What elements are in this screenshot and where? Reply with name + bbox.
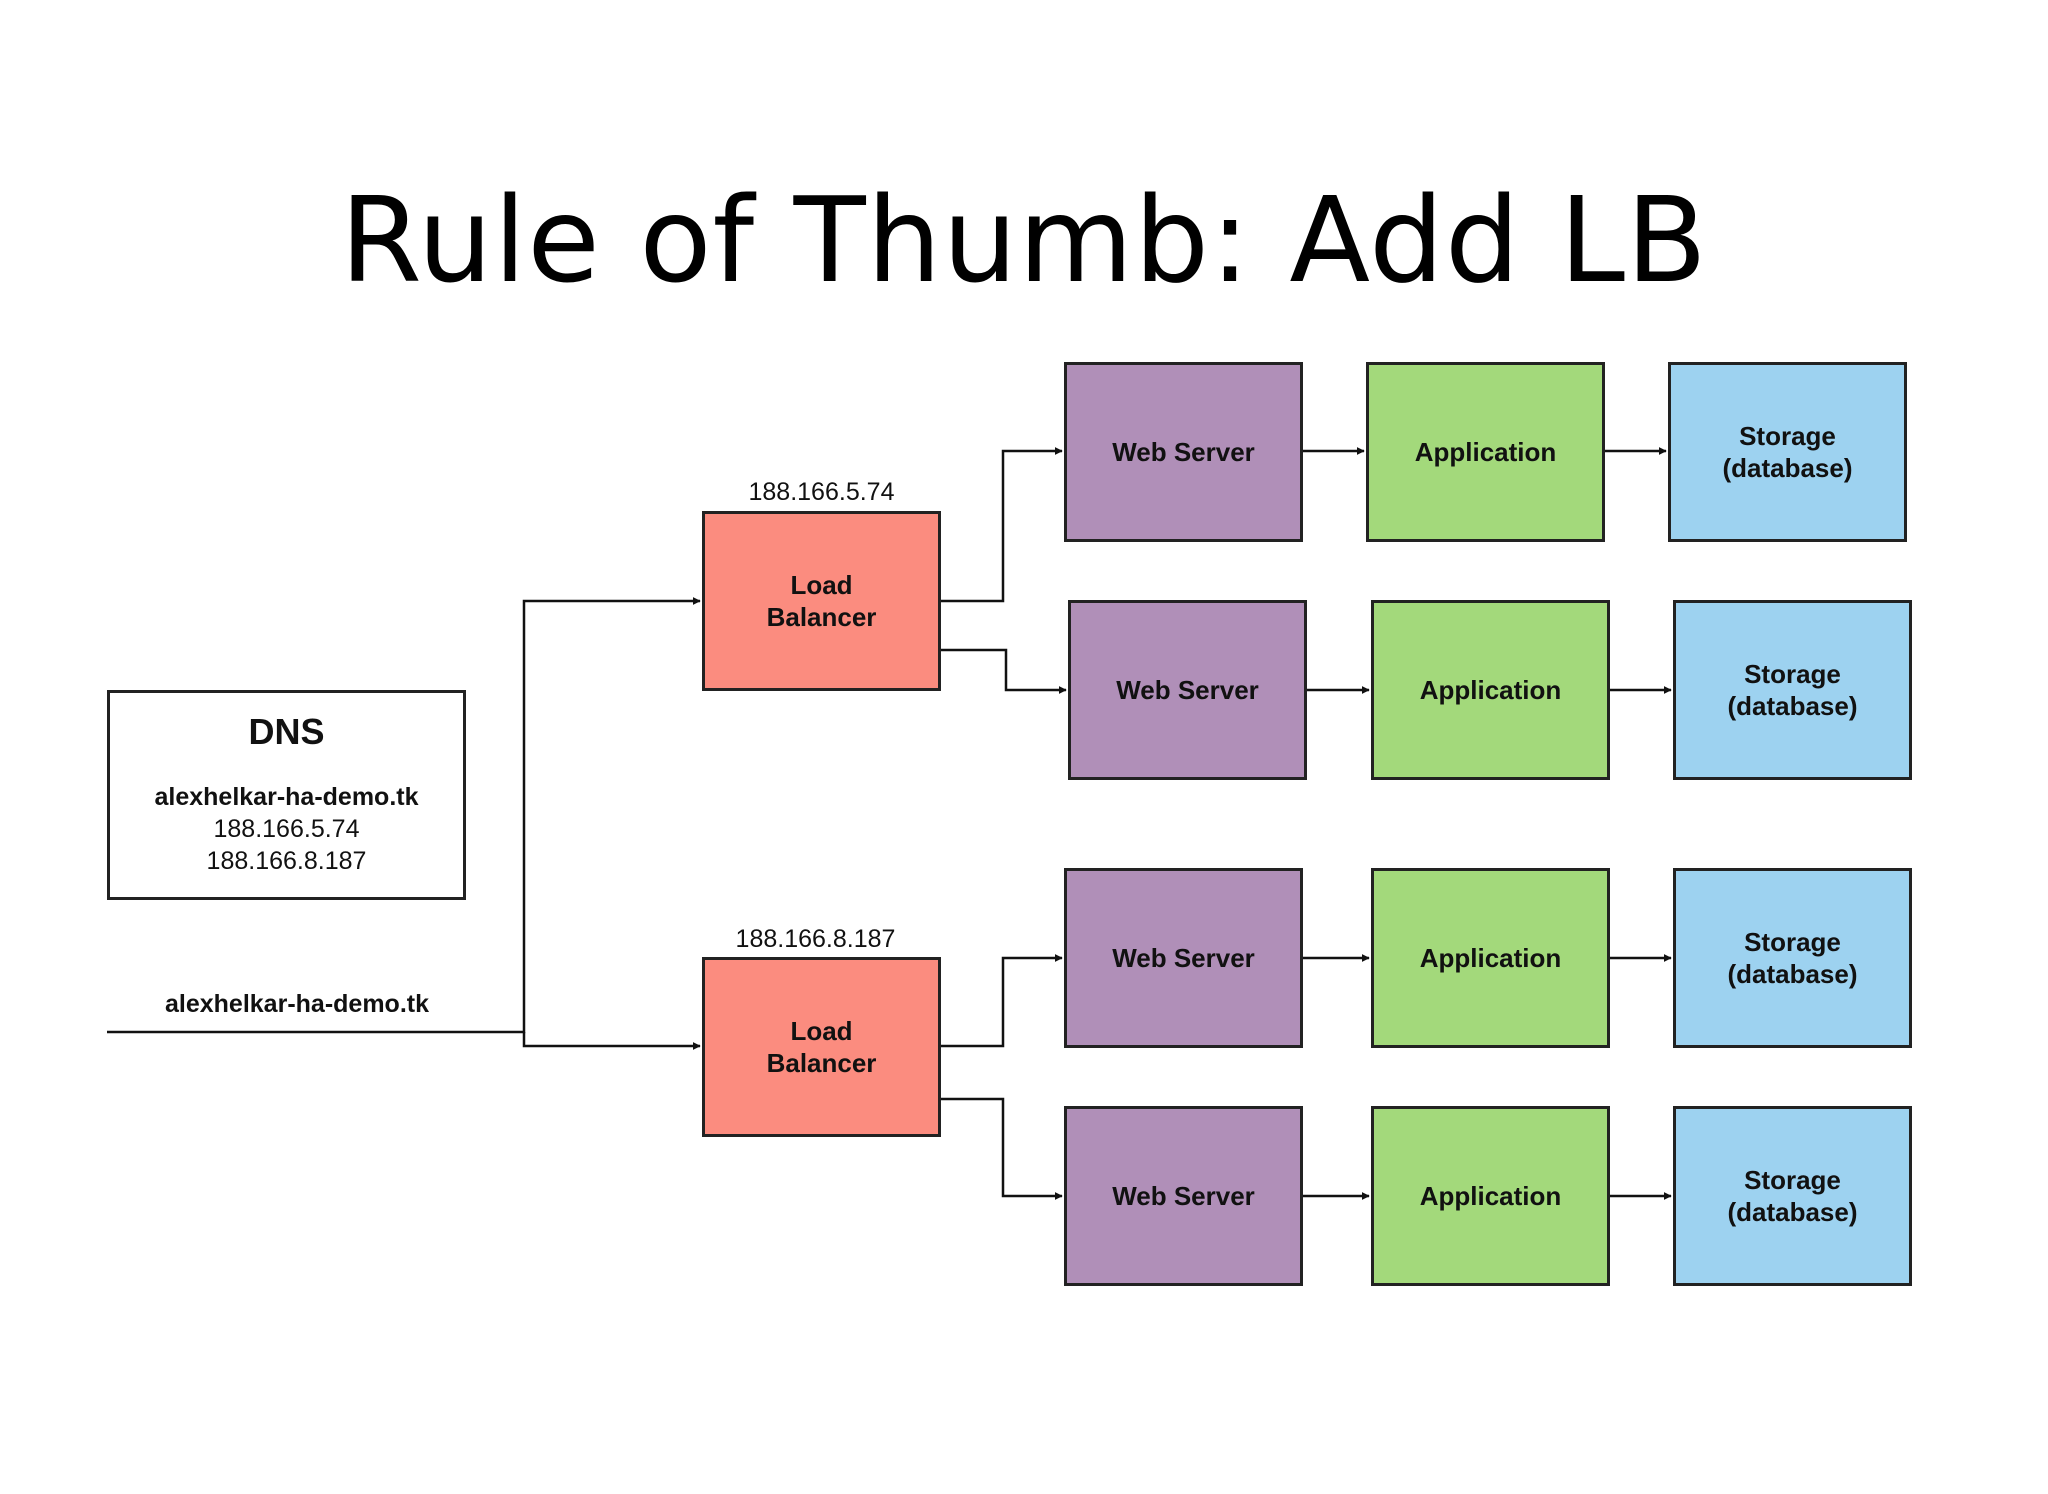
web-server-label: Web Server (1112, 943, 1255, 973)
application-label: Application (1419, 943, 1562, 973)
web-server-label: Web Server (1112, 437, 1255, 467)
load-balancer-2: Load Balancer (702, 957, 941, 1137)
web-server-label: Web Server (1116, 675, 1259, 705)
storage-3: Storage (database) (1673, 868, 1912, 1048)
lb-label-line2: Balancer (766, 602, 877, 632)
page-title: Rule of Thumb: Add LB (339, 171, 1709, 309)
storage-label-line2: (database) (1727, 959, 1858, 989)
dns-ip-1: 188.166.5.74 (213, 815, 360, 843)
web-server-1: Web Server (1064, 362, 1303, 542)
storage-2: Storage (database) (1673, 600, 1912, 780)
storage-label-line2: (database) (1722, 453, 1853, 483)
storage-1: Storage (database) (1668, 362, 1907, 542)
web-server-2: Web Server (1068, 600, 1307, 780)
lb2-to-ws4 (941, 1097, 1063, 1200)
web-server-4: Web Server (1064, 1106, 1303, 1286)
lb2-ip-label: 188.166.8.187 (735, 925, 896, 953)
lb1-to-ws1 (941, 447, 1063, 603)
application-2: Application (1371, 600, 1610, 780)
load-balancer-1: Load Balancer (702, 511, 941, 691)
web-server-3: Web Server (1064, 868, 1303, 1048)
storage-label-line1: Storage (1744, 1165, 1841, 1195)
storage-label-line1: Storage (1744, 927, 1841, 957)
application-1: Application (1366, 362, 1605, 542)
dns-ip-2: 188.166.8.187 (206, 847, 367, 875)
storage-label-line1: Storage (1739, 421, 1836, 451)
storage-label-line1: Storage (1744, 659, 1841, 689)
lb-label-line1: Load (790, 1016, 853, 1046)
application-label: Application (1414, 437, 1557, 467)
storage-label-line2: (database) (1727, 1197, 1858, 1227)
application-label: Application (1419, 675, 1562, 705)
lb-label-line2: Balancer (766, 1048, 877, 1078)
incoming-line-lb2 (522, 1032, 701, 1050)
incoming-host-label: alexhelkar-ha-demo.tk (165, 990, 429, 1018)
dns-title: DNS (248, 711, 325, 752)
incoming-line (107, 597, 701, 1034)
lb1-ip-label: 188.166.5.74 (748, 478, 895, 506)
storage-4: Storage (database) (1673, 1106, 1912, 1286)
storage-label-line2: (database) (1727, 691, 1858, 721)
dns-host: alexhelkar-ha-demo.tk (154, 783, 419, 811)
application-3: Application (1371, 868, 1610, 1048)
lb2-to-ws3 (941, 954, 1063, 1048)
dns-box: DNS alexhelkar-ha-demo.tk 188.166.5.74 1… (107, 690, 466, 900)
lb-label-line1: Load (790, 570, 853, 600)
application-label: Application (1419, 1181, 1562, 1211)
lb1-to-ws2 (941, 648, 1067, 694)
application-4: Application (1371, 1106, 1610, 1286)
web-server-label: Web Server (1112, 1181, 1255, 1211)
